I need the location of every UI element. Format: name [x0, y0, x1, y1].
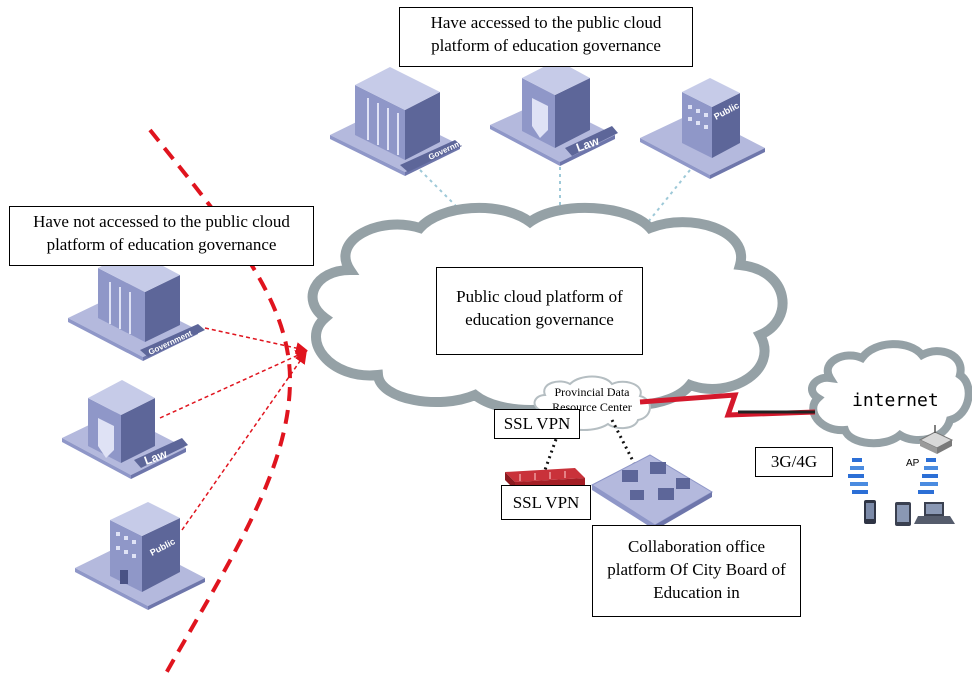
- building-law-top: Law: [490, 60, 618, 166]
- building-public-top: Public: [640, 78, 765, 179]
- ap-label: AP: [906, 458, 920, 469]
- building-law-left: Law: [62, 380, 188, 479]
- mobile-phone-icon: [864, 500, 876, 524]
- arrow-government-to-cloud: [204, 327, 308, 354]
- public-cloud-label: Public cloud platform of education gover…: [436, 267, 643, 355]
- link-provincial-to-city-platform: [610, 419, 637, 466]
- mobile-network-label: 3G/4G: [755, 447, 833, 477]
- tablet-icon: [895, 502, 911, 526]
- accessed-label: Have accessed to the public cloud platfo…: [399, 7, 693, 67]
- arrow-law-to-cloud: [159, 350, 308, 419]
- laptop-icon: [914, 502, 955, 524]
- city-platform-icon: [590, 454, 713, 530]
- building-public-left: Public: [75, 502, 205, 610]
- ap-router-icon: [918, 425, 954, 454]
- wifi-signal-right-icon: [918, 458, 938, 494]
- internet-label: internet: [852, 390, 939, 411]
- not-accessed-label: Have not accessed to the public cloud pl…: [9, 206, 314, 266]
- ssl-vpn-bottom-label: SSL VPN: [501, 485, 591, 520]
- building-government-top: Government: [330, 67, 474, 176]
- wifi-signal-left-icon: [848, 458, 868, 494]
- ssl-vpn-top-label: SSL VPN: [494, 409, 580, 439]
- building-government-left: Government: [68, 250, 205, 361]
- arrow-public-to-cloud: [181, 351, 307, 531]
- city-platform-label: Collaboration office platform Of City Bo…: [592, 525, 801, 617]
